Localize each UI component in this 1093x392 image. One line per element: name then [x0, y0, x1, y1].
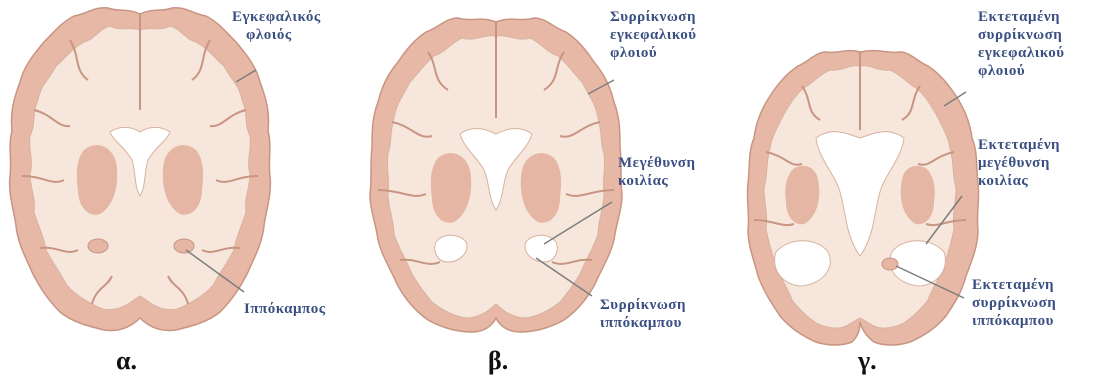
- label-line: κοιλίας: [618, 172, 696, 190]
- label-line: Εκτεταμένη: [978, 8, 1065, 26]
- label-line: φλοιού: [978, 62, 1065, 80]
- label-hippocampus-beta: Συρρίκνωση ιππόκαμπου: [600, 296, 686, 332]
- label-line: φλοιού: [610, 44, 697, 62]
- brain-alpha: [10, 8, 271, 331]
- label-hippocampus-gamma: Εκτεταμένη συρρίκνωση ιππόκαμπου: [972, 276, 1056, 330]
- label-line: κοιλίας: [978, 172, 1060, 190]
- label-line: εγκεφαλικού: [610, 26, 697, 44]
- label-line: Συρρίκνωση: [600, 296, 686, 314]
- caption-beta: β.: [488, 346, 508, 376]
- label-line: Μεγέθυνση: [618, 154, 696, 172]
- label-line: Εγκεφαλικός: [232, 8, 321, 26]
- caption-gamma: γ.: [858, 346, 877, 376]
- label-line: εγκεφαλικού: [978, 44, 1065, 62]
- label-line: Εκτεταμένη: [972, 276, 1056, 294]
- caption-alpha: α.: [116, 346, 137, 376]
- label-line: ιππόκαμπου: [972, 312, 1056, 330]
- label-line: Ιππόκαμπος: [244, 300, 326, 318]
- label-line: μεγέθυνση: [978, 154, 1060, 172]
- label-line: φλοιός: [246, 26, 321, 44]
- label-ventricle-gamma: Εκτεταμένη μεγέθυνση κοιλίας: [978, 136, 1060, 190]
- hippocampus-left: [88, 239, 108, 253]
- label-line: συρρίκνωση: [978, 26, 1065, 44]
- label-line: συρρίκνωση: [972, 294, 1056, 312]
- label-line: ιππόκαμπου: [600, 314, 686, 332]
- label-line: Εκτεταμένη: [978, 136, 1060, 154]
- label-cortex-gamma: Εκτεταμένη συρρίκνωση εγκεφαλικού φλοιού: [978, 8, 1065, 80]
- brain-beta: [370, 18, 622, 332]
- label-line: Συρρίκνωση: [610, 8, 697, 26]
- hippocampus-right: [174, 239, 194, 253]
- brain-gamma: [747, 51, 978, 345]
- label-ventricle-beta: Μεγέθυνση κοιλίας: [618, 154, 696, 190]
- label-hippocampus-alpha: Ιππόκαμπος: [244, 300, 326, 318]
- label-cortex-alpha: Εγκεφαλικός φλοιός: [232, 8, 321, 44]
- label-cortex-beta: Συρρίκνωση εγκεφαλικού φλοιού: [610, 8, 697, 62]
- hippocampus-right: [882, 258, 898, 270]
